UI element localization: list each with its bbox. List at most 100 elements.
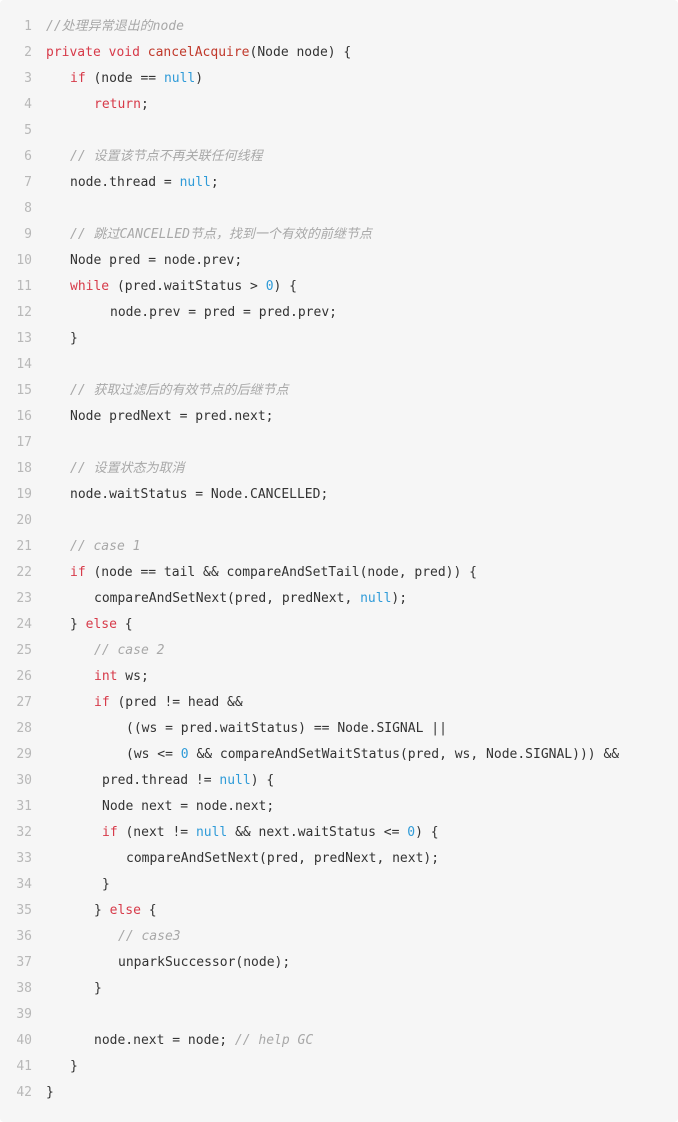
- code-token: node.next = node;: [94, 1033, 235, 1048]
- code-text: // case3: [32, 924, 678, 950]
- code-token: ;: [210, 175, 219, 190]
- line-number: 36: [16, 929, 32, 944]
- line-number: 23: [16, 591, 32, 606]
- code-text: Node next = node.next;: [32, 794, 678, 820]
- code-token: ((ws = pred.waitStatus) == Node.SIGNAL |…: [126, 721, 447, 736]
- code-comment: // case3: [118, 929, 181, 944]
- code-line: 18// 设置状态为取消: [0, 456, 678, 482]
- code-text: [32, 1002, 678, 1028]
- code-text: Node predNext = pred.next;: [32, 404, 678, 430]
- code-comment: // 获取过滤后的有效节点的后继节点: [70, 383, 289, 398]
- code-text: if (node == tail && compareAndSetTail(no…: [32, 560, 678, 586]
- line-number: 31: [16, 799, 32, 814]
- line-number: 28: [16, 721, 32, 736]
- line-number: 9: [24, 227, 32, 242]
- line-number: 39: [16, 1007, 32, 1022]
- code-line: 5: [0, 118, 678, 144]
- code-token: [101, 45, 109, 60]
- code-text: [32, 430, 678, 456]
- code-text: // 设置状态为取消: [32, 456, 678, 482]
- code-token: ): [195, 71, 204, 86]
- code-token: ws;: [117, 669, 149, 684]
- code-token: node.waitStatus = Node.CANCELLED;: [70, 487, 329, 502]
- code-comment: // 跳过CANCELLED节点，找到一个有效的前继节点: [70, 227, 372, 242]
- code-keyword: int: [94, 669, 118, 684]
- code-text: // case 1: [32, 534, 678, 560]
- code-line: 41}: [0, 1054, 678, 1080]
- code-text: [32, 118, 678, 144]
- code-token: pred.thread !=: [102, 773, 220, 788]
- code-literal: null: [195, 825, 228, 840]
- code-text: // 设置该节点不再关联任何线程: [32, 144, 678, 170]
- code-token: unparkSuccessor(node);: [118, 955, 291, 970]
- code-line: 20: [0, 508, 678, 534]
- code-text: [32, 196, 678, 222]
- code-text: } else {: [32, 898, 678, 924]
- code-token: {: [116, 617, 133, 632]
- code-keyword: private: [46, 45, 101, 60]
- code-keyword: if: [70, 565, 86, 580]
- line-number: 25: [16, 643, 32, 658]
- code-token: ;: [140, 97, 149, 112]
- code-text: int ws;: [32, 664, 678, 690]
- line-number: 35: [16, 903, 32, 918]
- line-number: 14: [16, 357, 32, 372]
- code-text: node.thread = null;: [32, 170, 678, 196]
- code-keyword: if: [102, 825, 118, 840]
- code-text: private void cancelAcquire(Node node) {: [32, 40, 678, 66]
- code-line: 35} else {: [0, 898, 678, 924]
- code-token: ) {: [250, 773, 275, 788]
- code-token: && compareAndSetWaitStatus(pred, ws, Nod…: [188, 747, 620, 762]
- line-number: 27: [16, 695, 32, 710]
- line-number: 24: [16, 617, 32, 632]
- code-keyword: if: [94, 695, 110, 710]
- code-token: [140, 45, 148, 60]
- line-number: 3: [24, 71, 32, 86]
- code-text: }: [32, 976, 678, 1002]
- code-token: node.prev = pred = pred.prev;: [110, 305, 337, 320]
- code-token: && next.waitStatus <=: [227, 825, 408, 840]
- code-token: }: [94, 981, 102, 996]
- code-literal: null: [360, 591, 392, 606]
- code-text: (ws <= 0 && compareAndSetWaitStatus(pred…: [32, 742, 678, 768]
- line-number: 5: [24, 123, 32, 138]
- line-number: 42: [16, 1085, 32, 1100]
- code-line: 25 // case 2: [0, 638, 678, 664]
- code-line: 31 Node next = node.next;: [0, 794, 678, 820]
- code-text: [32, 352, 678, 378]
- code-token: Node next = node.next;: [102, 799, 275, 814]
- code-text: compareAndSetNext(pred, predNext, null);: [32, 586, 678, 612]
- code-token: }: [94, 903, 110, 918]
- code-text: }: [32, 872, 678, 898]
- line-number: 8: [24, 201, 32, 216]
- code-token: );: [391, 591, 408, 606]
- code-comment: // case 2: [94, 643, 165, 658]
- line-number: 38: [16, 981, 32, 996]
- code-keyword: if: [70, 71, 86, 86]
- code-keyword: void: [108, 45, 140, 60]
- code-text: // case 2: [32, 638, 678, 664]
- line-number: 10: [16, 253, 32, 268]
- code-token: (node == tail && compareAndSetTail(node,…: [85, 565, 477, 580]
- code-text: }: [32, 1054, 678, 1080]
- line-number: 19: [16, 487, 32, 502]
- line-number: 6: [24, 149, 32, 164]
- code-line: 13}: [0, 326, 678, 352]
- code-token: compareAndSetNext(pred, predNext, next);: [126, 851, 440, 866]
- code-literal: 0: [180, 747, 189, 762]
- code-line: 14: [0, 352, 678, 378]
